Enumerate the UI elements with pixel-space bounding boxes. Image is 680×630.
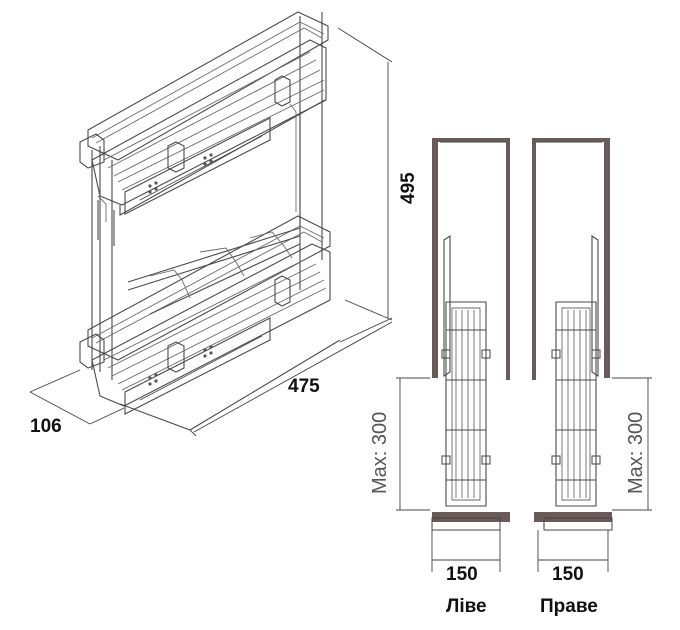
side-view-left <box>396 138 510 572</box>
cabinet-panel-left <box>432 138 508 378</box>
mount-holes-upper <box>148 153 213 194</box>
depth-dimension-label: 475 <box>288 376 320 397</box>
dimension-lines-iso <box>29 27 393 437</box>
cabinet-width-label-right: 150 <box>552 564 584 585</box>
max-opening-label-left: Max: 300 <box>369 412 391 494</box>
basket-slats-right <box>567 310 587 498</box>
cabinet-width-label-left: 150 <box>446 564 478 585</box>
variant-label-right: Праве <box>540 596 598 617</box>
variant-label-left: Ліве <box>446 596 487 617</box>
side-view-right <box>532 138 652 572</box>
plinth-right <box>534 512 612 522</box>
width-dimension-label: 106 <box>30 416 62 437</box>
plinth-left <box>432 512 510 522</box>
max-opening-label-right: Max: 300 <box>625 412 647 494</box>
basket-isometric <box>79 11 341 431</box>
mount-holes-lower <box>148 345 213 386</box>
cabinet-panel-right <box>534 138 610 378</box>
basket-slats-left <box>455 310 475 498</box>
height-dimension-label: 495 <box>398 172 419 204</box>
